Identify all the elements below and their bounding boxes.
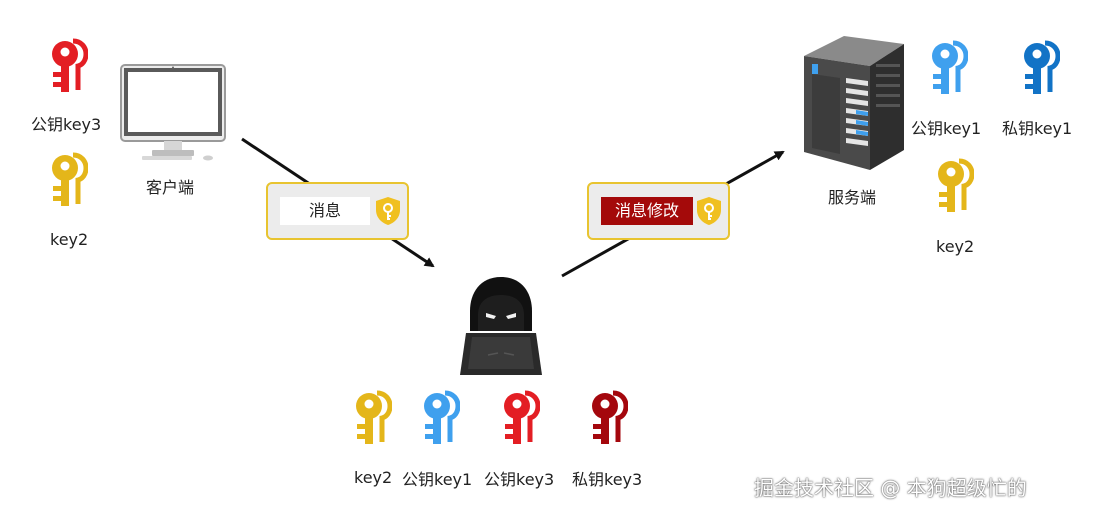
shield-key-icon bbox=[376, 197, 400, 225]
message-card-original: 消息 bbox=[266, 182, 409, 240]
hacker-icon bbox=[460, 277, 542, 375]
server-key-label-2: 私钥key1 bbox=[1002, 119, 1073, 138]
modified-message-text: 消息修改 bbox=[601, 197, 693, 225]
key-icon bbox=[52, 38, 88, 92]
message-text: 消息 bbox=[280, 197, 370, 225]
server-key-label-1: 公钥key1 bbox=[911, 119, 982, 138]
attacker-key-label-3: 公钥key3 bbox=[484, 470, 555, 489]
watermark: 掘金技术社区 @ 本狗超级忙的 bbox=[754, 476, 1027, 500]
client-key-label-2: key2 bbox=[50, 230, 89, 249]
key-icon bbox=[1024, 40, 1060, 94]
key-icon bbox=[52, 152, 88, 206]
server-icon bbox=[804, 36, 904, 170]
client-key-label-1: 公钥key3 bbox=[31, 115, 102, 134]
key-icon bbox=[424, 390, 460, 444]
attacker-key-label-4: 私钥key3 bbox=[572, 470, 643, 489]
key-icon bbox=[932, 40, 968, 94]
key-icon bbox=[504, 390, 540, 444]
client-label: 客户端 bbox=[146, 178, 195, 197]
attacker-key-label-1: key2 bbox=[354, 468, 393, 487]
message-card-modified: 消息修改 bbox=[587, 182, 730, 240]
attacker-key-label-2: 公钥key1 bbox=[402, 470, 473, 489]
shield-key-icon bbox=[697, 197, 721, 225]
server-label: 服务端 bbox=[828, 188, 877, 207]
key-icon bbox=[592, 390, 628, 444]
computer-icon bbox=[120, 64, 226, 161]
key-icon bbox=[356, 390, 392, 444]
server-key-label-3: key2 bbox=[936, 237, 975, 256]
key-icon bbox=[938, 158, 974, 212]
